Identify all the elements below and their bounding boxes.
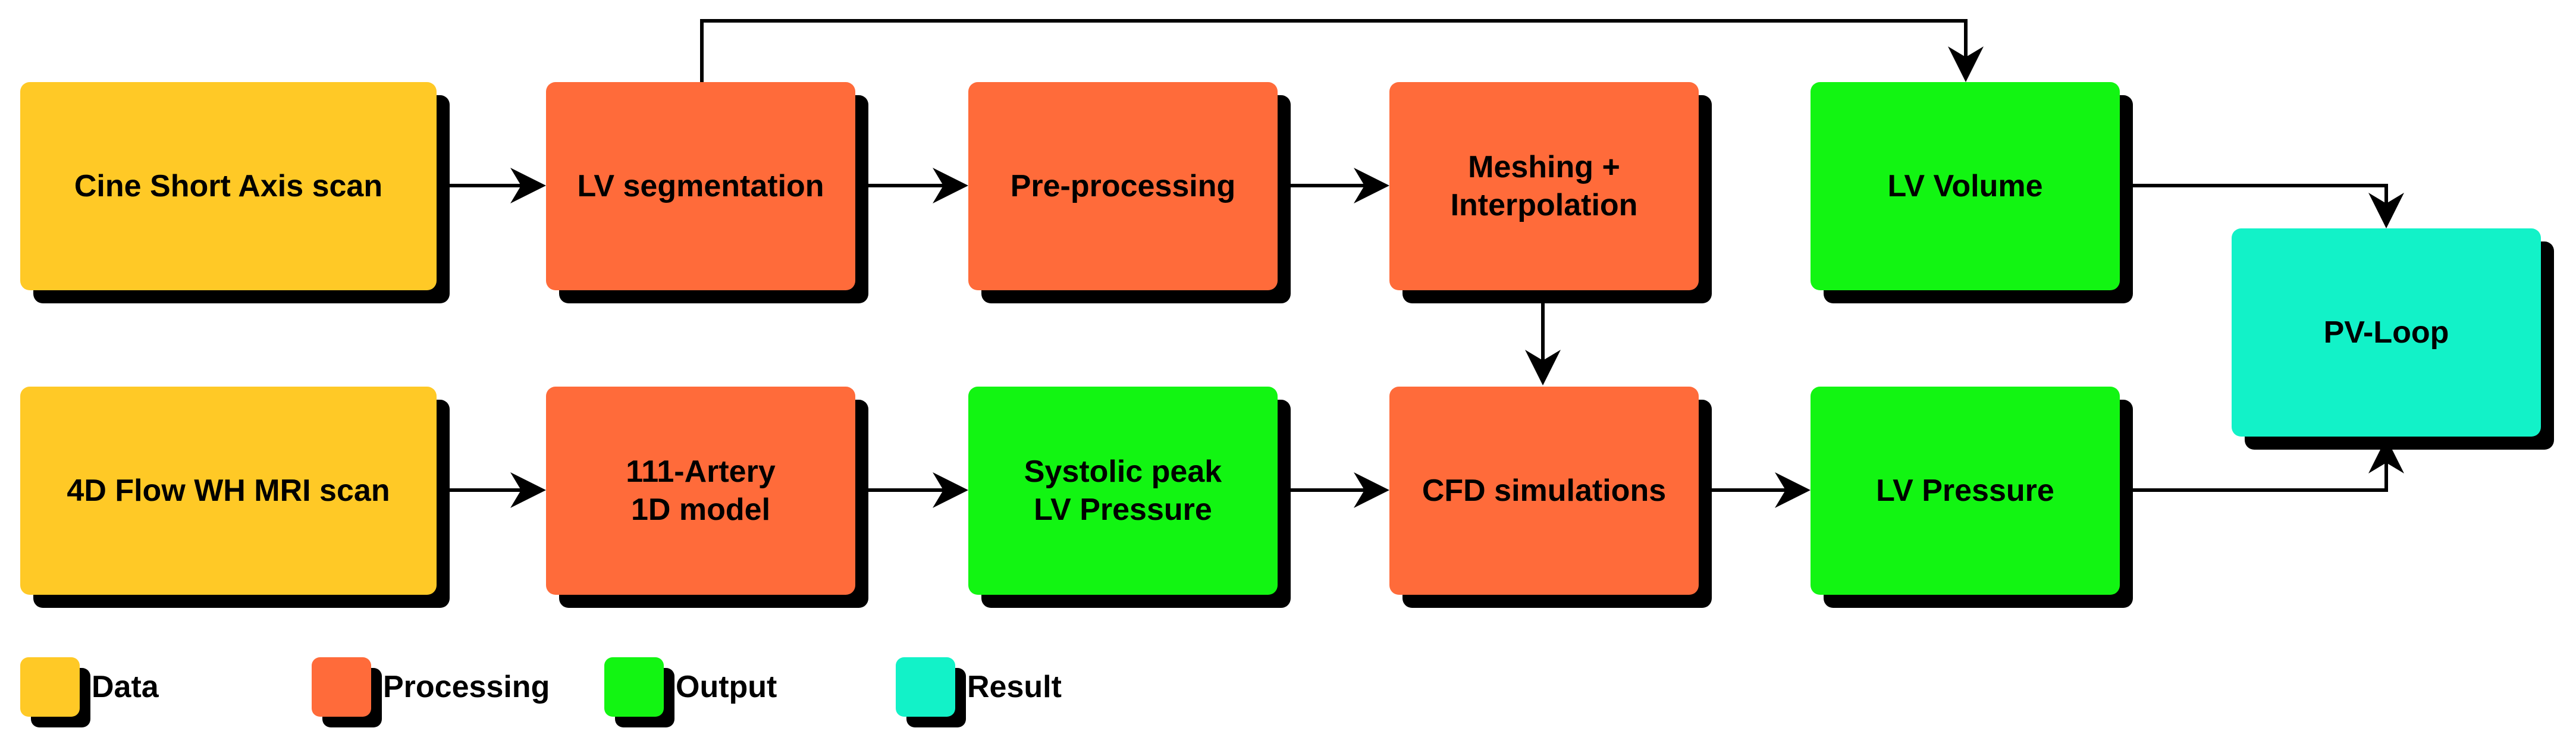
node-label: Pre-processing	[1010, 169, 1236, 203]
node-4d-flow-wh-mri-scan: 4D Flow WH MRI scan	[20, 387, 437, 595]
legend-swatch	[896, 657, 955, 717]
node-lv-segmentation: LV segmentation	[546, 82, 855, 290]
node-systolic-peak-lv-pressure: Systolic peak LV Pressure	[968, 387, 1278, 595]
node-pre-processing: Pre-processing	[968, 82, 1278, 290]
node-label: LV segmentation	[577, 169, 824, 203]
node-label: LV Volume	[1887, 169, 2043, 203]
node-label: 111-Artery 1D model	[626, 454, 776, 527]
legend-swatch	[604, 657, 664, 717]
legend-swatch	[312, 657, 371, 717]
node-lv-volume: LV Volume	[1811, 82, 2120, 290]
node-cfd-simulations: CFD simulations	[1389, 387, 1699, 595]
arrow-lv-pressure-to-pv-loop	[2123, 438, 2404, 492]
node-label: LV Pressure	[1876, 473, 2054, 508]
node-label: Meshing + Interpolation	[1450, 150, 1638, 222]
node-label: 4D Flow WH MRI scan	[67, 473, 390, 508]
node-111-artery-1d-model: 111-Artery 1D model	[546, 387, 855, 595]
node-label: Cine Short Axis scan	[74, 169, 383, 203]
legend-label: Result	[967, 670, 1062, 704]
legend-label: Data	[92, 670, 159, 704]
node-label: CFD simulations	[1422, 473, 1667, 508]
node-lv-pressure: LV Pressure	[1811, 387, 2120, 595]
node-cine-short-axis-scan: Cine Short Axis scan	[20, 82, 437, 290]
node-pv-loop: PV-Loop	[2232, 228, 2541, 437]
legend-swatch	[20, 657, 80, 717]
arrow-lv-volume-to-pv-loop	[2123, 184, 2404, 228]
legend-label: Output	[676, 670, 777, 704]
node-label: Systolic peak LV Pressure	[1024, 454, 1222, 527]
arrow-lv-segmentation-to-lv-volume	[700, 19, 1984, 82]
node-meshing-interpolation: Meshing + Interpolation	[1389, 82, 1699, 290]
node-label: PV-Loop	[2323, 315, 2449, 350]
legend-label: Processing	[383, 670, 550, 704]
